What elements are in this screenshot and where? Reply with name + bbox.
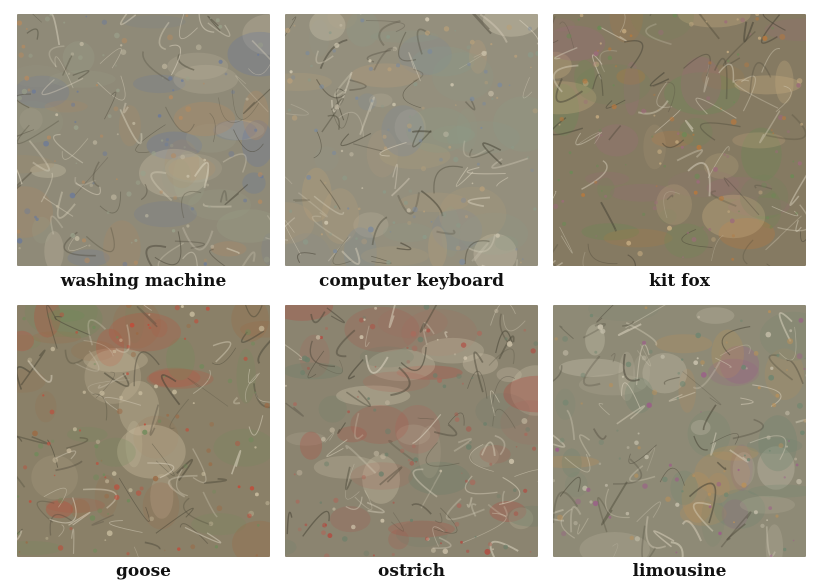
ostrich-image <box>285 305 538 557</box>
computer-keyboard-image <box>285 14 538 266</box>
panel-limousine <box>553 305 806 557</box>
caption-washing-machine: washing machine <box>60 271 227 291</box>
caption-computer-keyboard: computer keyboard <box>318 271 505 291</box>
panel-goose <box>17 305 270 557</box>
limousine-image <box>553 305 806 557</box>
panel-computer-keyboard <box>285 14 538 266</box>
caption-ostrich: ostrich <box>378 561 445 581</box>
caption-goose: goose <box>116 561 171 581</box>
panel-kit-fox <box>553 14 806 266</box>
caption-limousine: limousine <box>632 561 727 581</box>
panel-washing-machine <box>17 14 270 266</box>
caption-kit-fox: kit fox <box>649 271 710 291</box>
washing-machine-image <box>17 14 270 266</box>
kit-fox-image <box>553 14 806 266</box>
goose-image <box>17 305 270 557</box>
panel-ostrich <box>285 305 538 557</box>
